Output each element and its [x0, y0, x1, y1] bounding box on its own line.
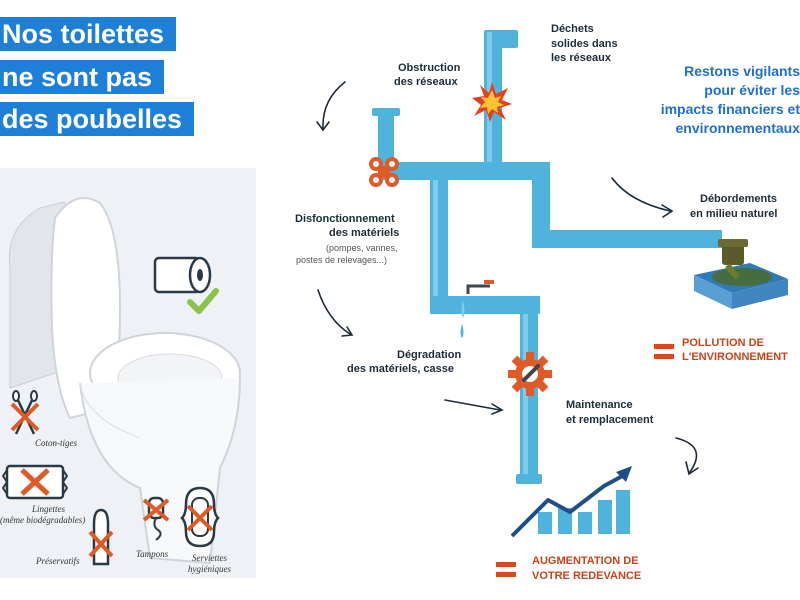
warning-line-4: environnementaux	[675, 120, 800, 136]
warning-line-2: pour éviter les	[704, 82, 800, 98]
label-disfonction-sub-2: postes de relevages...)	[296, 255, 388, 265]
result-augmentation-1: AUGMENTATION DE	[532, 555, 639, 567]
gear-wrench-icon	[508, 352, 552, 396]
tampons-icon	[142, 496, 170, 541]
title-line-2: ne sont pas	[0, 60, 165, 94]
result-pollution-1: POLLUTION DE	[682, 337, 764, 349]
label-dechets-3: les réseaux	[551, 52, 611, 64]
item-label-lingettes: Lingettes	[32, 504, 65, 514]
toilet-paper-icon	[153, 256, 212, 294]
warning-line-3: impacts financiers et	[660, 101, 800, 117]
title-line-1: Nos toilettes	[0, 17, 177, 51]
label-maintenance-1: Maintenance	[566, 399, 633, 411]
label-debordement-1: Débordements	[700, 193, 778, 205]
label-dechets-2: solides dans	[551, 38, 618, 50]
rising-bar-chart-icon	[510, 466, 632, 538]
explosion-icon	[472, 82, 512, 122]
toilet-panel: Coton-tiges Lingettes (même biodégradabl…	[0, 168, 256, 578]
label-dechets-1: Déchets	[551, 23, 594, 35]
equals-augmentation-icon	[496, 562, 516, 578]
label-disfonction-sub-1: (pompes, vannes,	[326, 243, 398, 253]
valve-icon	[369, 157, 399, 187]
label-disfonction-1: Disfonctionnement	[295, 213, 395, 225]
label-maintenance-2: et remplacement	[566, 414, 654, 426]
label-obstruction-1: Obstruction	[398, 62, 461, 74]
item-label-tampons: Tampons	[136, 549, 169, 559]
label-debordement-2: en milieu naturel	[690, 208, 778, 220]
item-label-serviettes-1: Serviettes	[192, 553, 227, 563]
label-degradation-2: des matériels, casse	[347, 363, 455, 375]
check-icon	[187, 288, 219, 314]
item-label-serviettes-2: hygiéniques	[188, 564, 231, 574]
preservatifs-icon	[88, 508, 114, 566]
label-degradation-1: Dégradation	[397, 349, 462, 361]
serviettes-icon	[180, 486, 220, 548]
item-label-coton-tiges: Coton-tiges	[35, 438, 77, 448]
item-label-lingettes-note: (même biodégradables)	[0, 515, 86, 525]
coton-tiges-icon	[10, 390, 40, 435]
sewage-outflow-icon	[694, 239, 788, 309]
label-obstruction-2: des réseaux	[394, 76, 458, 88]
result-augmentation-2: VOTRE REDEVANCE	[532, 570, 642, 582]
warning-line-1: Restons vigilants	[684, 63, 800, 79]
equals-pollution-icon	[654, 344, 674, 360]
label-disfonction-2: des matériels	[329, 227, 400, 239]
warning-message: Restons vigilants pour éviter les impact…	[620, 62, 800, 138]
result-pollution-2: L'ENVIRONNEMENT	[682, 351, 788, 363]
title-line-3: des poubelles	[0, 102, 195, 136]
lingettes-icon	[2, 464, 68, 500]
item-label-preservatifs: Préservatifs	[36, 556, 80, 566]
